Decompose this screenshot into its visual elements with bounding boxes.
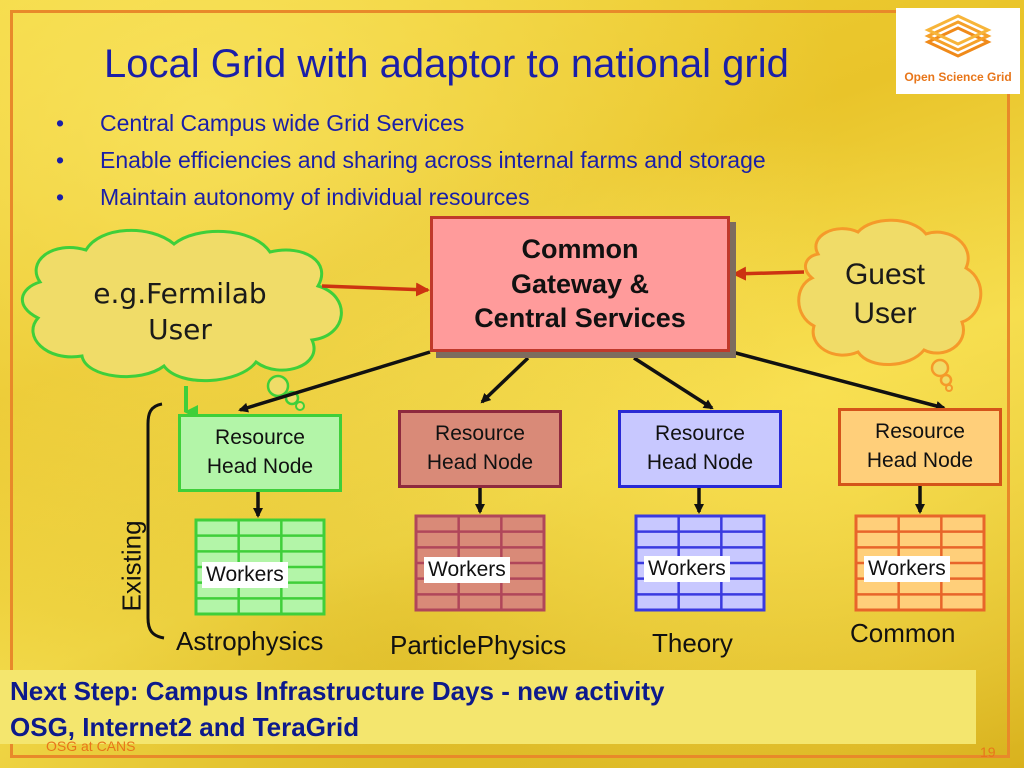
guest-user-cloud (797, 218, 983, 392)
bullet-item: •Central Campus wide Grid Services (56, 110, 465, 136)
gateway-to-astro-arrow (238, 350, 431, 413)
common-label: Common (850, 618, 956, 648)
astro-head-node: Resource Head Node (178, 414, 342, 492)
bullet-text: Maintain autonomy of individual resource… (100, 184, 530, 210)
logo-text: Open Science Grid (904, 70, 1012, 84)
theory-label: Theory (652, 628, 733, 658)
fermilab-user-label: e.g.Fermilab User (93, 277, 267, 347)
page-number: 19 (980, 744, 996, 760)
osg-logo: Open Science Grid (896, 8, 1020, 94)
guest-to-gateway-arrow (732, 266, 805, 281)
banner-line-1: Next Step: Campus Infrastructure Days - … (10, 676, 665, 706)
astrophysics-label: Astrophysics (176, 626, 324, 656)
osg-logo-icon (924, 14, 992, 58)
existing-label: Existing (116, 520, 147, 612)
gateway-to-particle-arrow (480, 356, 530, 404)
gateway-to-theory-arrow (633, 356, 714, 410)
existing-bracket (146, 402, 165, 640)
gateway-label: Common Gateway & Central Services (474, 234, 686, 334)
head-node-label: Resource Head Node (646, 422, 754, 474)
theory-head-node: Resource Head Node (618, 410, 782, 488)
footer-text: OSG at CANS (46, 738, 136, 754)
astro-workers-label: Workers (202, 562, 288, 588)
common-head-node: Resource Head Node (838, 408, 1002, 486)
head-node-label: Resource Head Node (866, 420, 974, 472)
fermilab-user-cloud (20, 228, 343, 411)
head-node-label: Resource Head Node (426, 422, 534, 474)
bullet-text: Enable efficiencies and sharing across i… (100, 147, 766, 173)
slide-title: Local Grid with adaptor to national grid (104, 42, 789, 86)
next-step-banner: Next Step: Campus Infrastructure Days - … (0, 670, 976, 744)
common-gateway-box: Common Gateway & Central Services (430, 216, 730, 352)
fermilab-to-gateway-arrow (321, 282, 430, 297)
theory-workers-label: Workers (644, 556, 730, 582)
particle-head-node: Resource Head Node (398, 410, 562, 488)
guest-user-label: Guest User (844, 258, 926, 330)
bullet-list: •Central Campus wide Grid Services •Enab… (56, 108, 766, 219)
slide-frame (10, 10, 1010, 758)
particle-workers-label: Workers (424, 557, 510, 583)
head-node-label: Resource Head Node (206, 426, 314, 478)
gateway-to-common-arrow (731, 350, 946, 411)
bullet-item: •Enable efficiencies and sharing across … (56, 147, 766, 173)
bullet-text: Central Campus wide Grid Services (100, 110, 465, 136)
common-workers-label: Workers (864, 556, 950, 582)
banner-line-2: OSG, Internet2 and TeraGrid (10, 712, 360, 742)
particlephysics-label: ParticlePhysics (390, 630, 567, 660)
bullet-item: •Maintain autonomy of individual resourc… (56, 184, 530, 210)
